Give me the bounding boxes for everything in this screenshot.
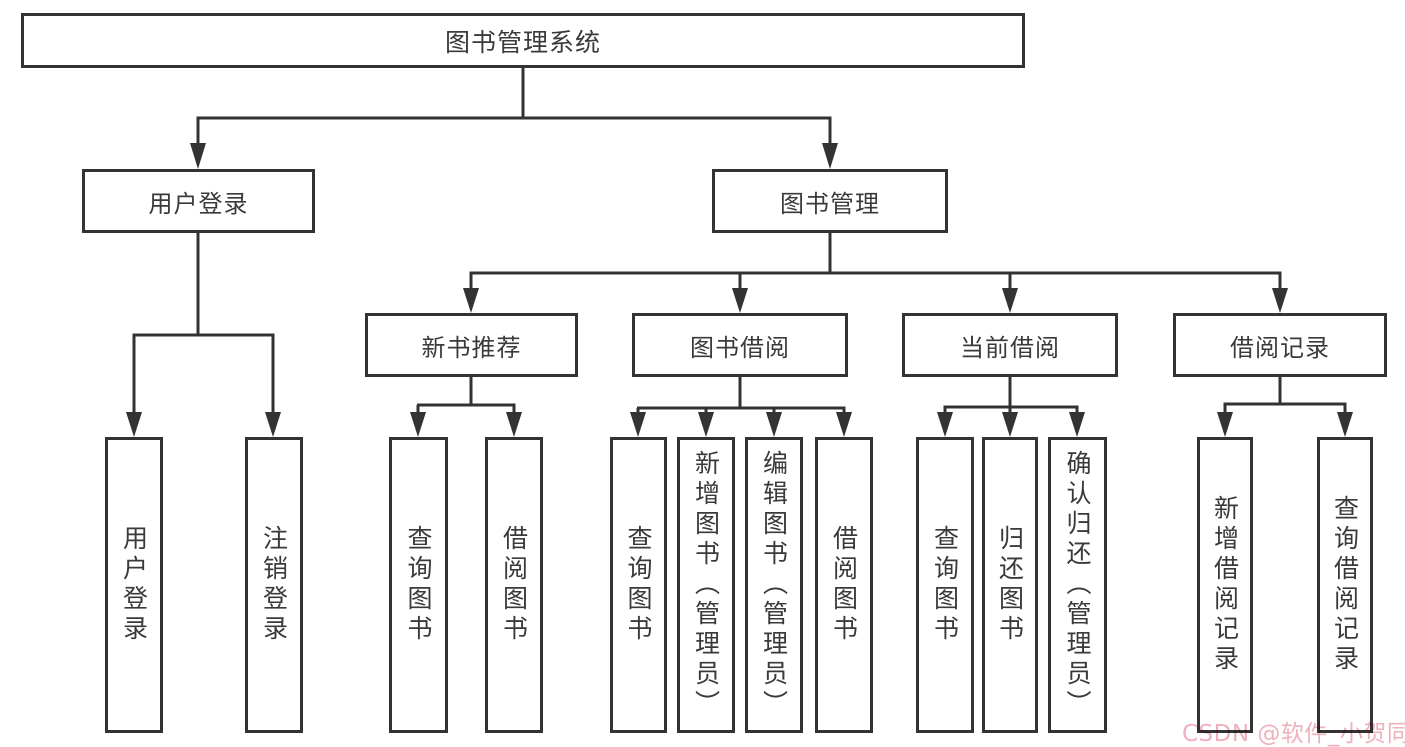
leaf-edit-books-admin: 编辑图书（管理员） <box>745 437 803 733</box>
node-book-management-branch: 图书管理 <box>712 169 948 233</box>
leaf-confirm-return-admin: 确认归还（管理员） <box>1048 437 1107 733</box>
leaf-query-books-recommend: 查询图书 <box>389 437 448 733</box>
leaf-query-books-borrowing: 查询图书 <box>610 437 667 733</box>
node-current-borrowing: 当前借阅 <box>902 313 1118 377</box>
node-new-book-recommend: 新书推荐 <box>365 313 578 377</box>
node-library-management-system: 图书管理系统 <box>21 13 1025 68</box>
leaf-borrow-books-recommend: 借阅图书 <box>485 437 543 733</box>
node-user-login-branch: 用户登录 <box>82 169 315 233</box>
node-borrow-records: 借阅记录 <box>1173 313 1387 377</box>
leaf-logout: 注销登录 <box>245 437 303 733</box>
leaf-query-borrow-record: 查询借阅记录 <box>1317 437 1373 733</box>
leaf-borrow-books-borrowing: 借阅图书 <box>815 437 873 733</box>
node-book-borrowing: 图书借阅 <box>632 313 848 377</box>
leaf-add-borrow-record: 新增借阅记录 <box>1197 437 1253 733</box>
leaf-query-books-current: 查询图书 <box>916 437 974 733</box>
csdn-watermark: CSDN @软件_小贺同学 <box>1182 721 1405 747</box>
leaf-add-books-admin: 新增图书（管理员） <box>677 437 735 733</box>
leaf-user-login: 用户登录 <box>105 437 163 733</box>
leaf-return-books: 归还图书 <box>982 437 1038 733</box>
